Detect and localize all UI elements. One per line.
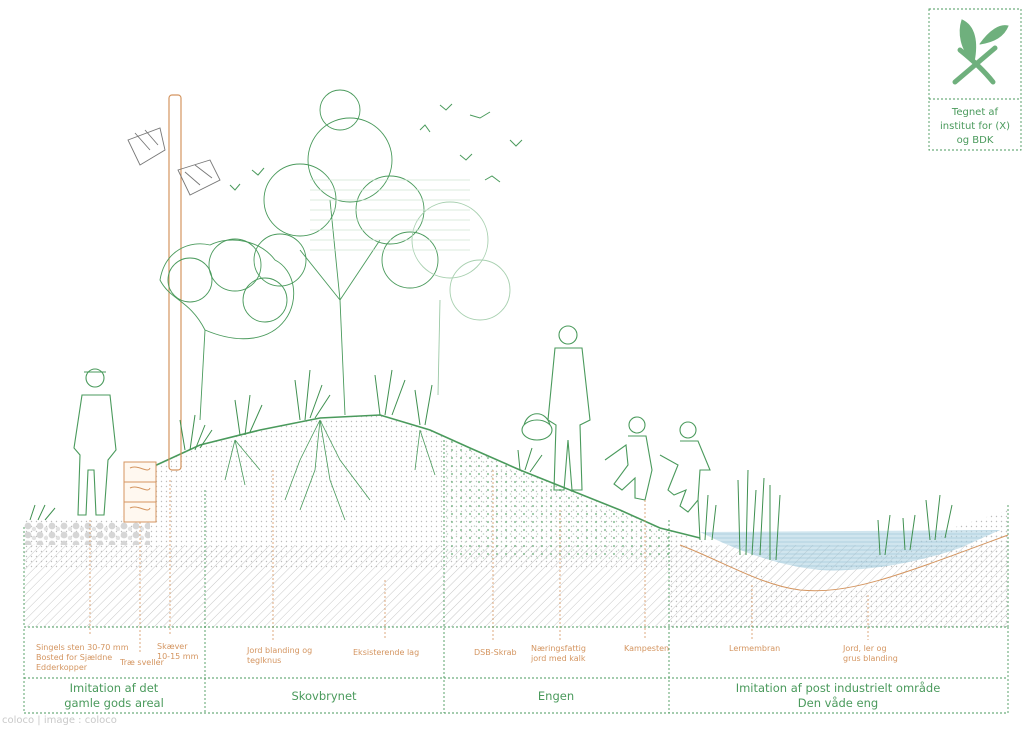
material-traesveller: Træ sveller: [119, 658, 165, 667]
zone-vaade-eng-1: Imitation af post industrielt område: [736, 681, 941, 695]
zone-gods-2: gamle gods areal: [64, 696, 164, 710]
material-skaever-2: 10-15 mm: [157, 652, 199, 661]
material-leaders: [89, 470, 869, 652]
sprout-x-icon: [952, 19, 1009, 85]
logo-caption-1: Tegnet af: [951, 107, 999, 118]
material-jord-blanding-1: Jord blanding og: [246, 646, 312, 655]
material-skaever-1: Skæver: [157, 642, 188, 651]
meadow-seeds: [445, 438, 670, 560]
logo-caption-2: institut for (X): [940, 121, 1010, 132]
zone-gods-1: Imitation af det: [70, 681, 159, 695]
tree-canopies: [159, 89, 511, 421]
material-jord-ler-grus-2: grus blanding: [843, 654, 898, 663]
material-singels-1: Singels sten 30-70 mm: [36, 643, 129, 652]
canopy-shading: [310, 179, 470, 251]
logo-caption-3: og BDK: [957, 135, 994, 146]
material-eksisterende: Eksisterende lag: [353, 648, 419, 657]
material-dsb-skrab: DSB-Skrab: [474, 648, 517, 657]
people-figures: [73, 325, 711, 516]
material-jord-ler-grus-1: Jord, ler og: [842, 644, 887, 653]
material-singels-3: Edderkopper: [36, 663, 88, 672]
water-lines: [700, 530, 1000, 571]
material-jord-blanding-2: teglknus: [247, 656, 281, 665]
birds: [229, 103, 523, 191]
material-naeringsfattig-2: jord med kalk: [530, 654, 586, 663]
image-credit: coloco | image : coloco: [2, 715, 117, 726]
zone-vaade-eng-2: Den våde eng: [798, 696, 878, 710]
light-pole: [127, 94, 221, 471]
material-lermembran: Lermembran: [729, 644, 780, 653]
understory-plants: [29, 369, 953, 561]
wet-meadow-basin: [670, 530, 1008, 627]
pebble-bed: [24, 522, 150, 545]
wooden-sleepers: [123, 461, 157, 523]
ground-layers: [24, 414, 1009, 627]
zone-skovbrynet: Skovbrynet: [291, 689, 357, 703]
material-kampesten: Kampesten: [624, 644, 669, 653]
zone-frame: [23, 440, 1009, 714]
zone-labels: Imitation af det gamle gods areal Skovbr…: [64, 681, 940, 710]
clay-membrane: [679, 534, 1009, 592]
material-labels: Singels sten 30-70 mm Bosted for Sjældne…: [36, 642, 898, 672]
material-singels-2: Bosted for Sjældne: [36, 653, 112, 662]
zone-engen: Engen: [538, 689, 574, 703]
logo-box: Tegnet af institut for (X) og BDK: [928, 8, 1022, 151]
ground-line: [149, 414, 701, 539]
roots: [224, 419, 436, 521]
material-naeringsfattig-1: Næringsfattig: [531, 644, 586, 653]
